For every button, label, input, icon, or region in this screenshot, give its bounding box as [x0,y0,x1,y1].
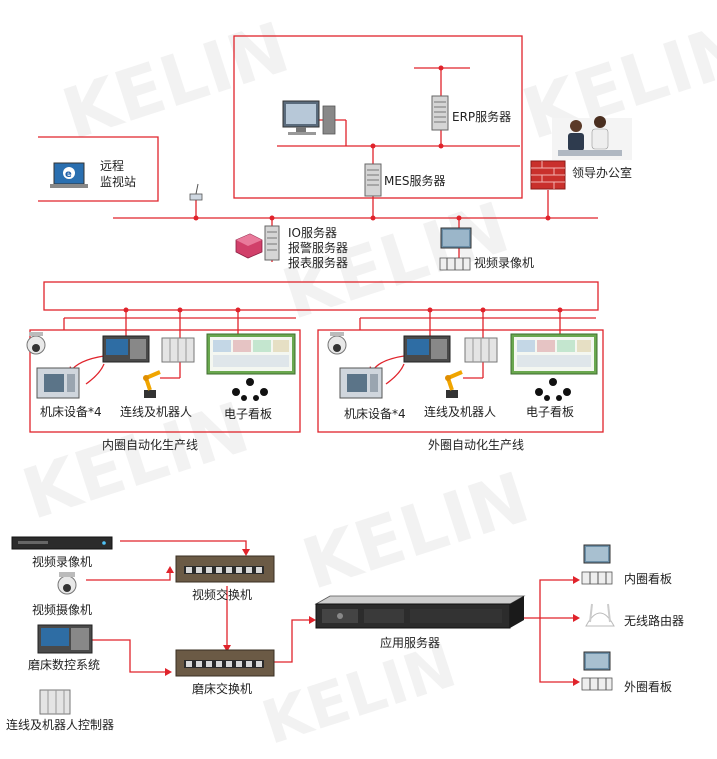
leader-office-label: 领导办公室 [572,166,633,180]
outer-line-title: 外圈自动化生产线 [428,438,525,452]
remote-station-label-line1: 远程 [100,159,125,173]
inner-board-monitor-icon [581,544,613,585]
inner-plc-icon [161,337,195,363]
alarm-server-label: 报警服务器 [288,241,349,255]
video-switch-icon [175,555,275,583]
bottom-video-recorder-label: 视频录像机 [32,555,93,569]
mes-server-label: MES服务器 [384,174,446,188]
inner-camera-icon [26,332,46,355]
io-server-label: IO服务器 [288,226,337,240]
video-switch-label: 视频交换机 [192,588,253,602]
bottom-cnc-panel-icon [37,624,93,654]
outer-camera-icon [327,332,347,355]
bus-node-dots [123,65,563,313]
inner-board-label: 电子看板 [224,407,273,421]
wireless-router-label: 无线路由器 [624,614,685,628]
grinder-switch-icon [175,649,275,677]
bottom-video-camera-label: 视频摄像机 [32,603,93,617]
erp-server-icon [431,95,449,131]
report-server-label: 报表服务器 [288,256,349,270]
outer-dashboard-screen-icon [510,333,598,375]
mes-server-icon [364,163,382,197]
inner-hierarchy-icon [232,378,268,401]
desktop-pc-icon [282,100,336,135]
io-server-icon [264,225,280,261]
outer-robot-label: 连线及机器人 [424,405,497,419]
outer-hierarchy-icon [535,378,571,401]
bottom-video-camera-icon [57,572,77,595]
inner-cnc-panel-icon [102,335,150,363]
inner-line-title: 内圈自动化生产线 [102,438,199,452]
app-server-label: 应用服务器 [380,636,441,650]
inner-machine-label: 机床设备*4 [40,405,102,419]
inner-dashboard-screen-icon [206,333,296,375]
outer-cnc-panel-icon [403,335,451,363]
laptop-ie-icon: e [50,162,88,188]
bottom-robot-controller-label: 连线及机器人控制器 [6,718,115,732]
application-server-icon [314,595,526,629]
inner-robot-label: 连线及机器人 [120,405,193,419]
diagram-canvas: e [11,35,632,715]
outer-plc-icon [464,337,498,363]
remote-station-label-line2: 监视站 [100,175,137,189]
inner-robot-arm-icon [143,370,161,398]
outer-board-label: 电子看板 [526,405,575,419]
video-recorder-label: 视频录像机 [474,256,535,270]
wireless-ap-icon [189,183,203,201]
wireless-router-icon [585,603,615,627]
inner-board-label-bottom: 内圈看板 [624,572,673,586]
firewall-icon [530,160,566,190]
outer-robot-arm-icon [445,370,463,398]
storage-cube-icon [235,233,263,259]
network-diagram: KELIN KELIN KELIN KELIN KELIN KELIN [6,6,717,759]
outer-machine-tool-icon [339,367,383,399]
outer-board-label-bottom: 外圈看板 [624,680,673,694]
bottom-plc-icon [39,689,71,715]
grinder-switch-label: 磨床交换机 [192,682,253,696]
bottom-cnc-label: 磨床数控系统 [28,658,101,672]
svg-text:e: e [65,169,72,180]
erp-server-label: ERP服务器 [452,110,512,124]
inner-machine-tool-icon [36,367,80,399]
outer-machine-label: 机床设备*4 [344,407,406,421]
outer-board-monitor-icon [581,651,613,691]
office-people-icon [552,116,632,160]
red-connection-lines [29,35,604,683]
video-recorder-icon [439,227,472,271]
bottom-video-recorder-icon [11,536,113,550]
